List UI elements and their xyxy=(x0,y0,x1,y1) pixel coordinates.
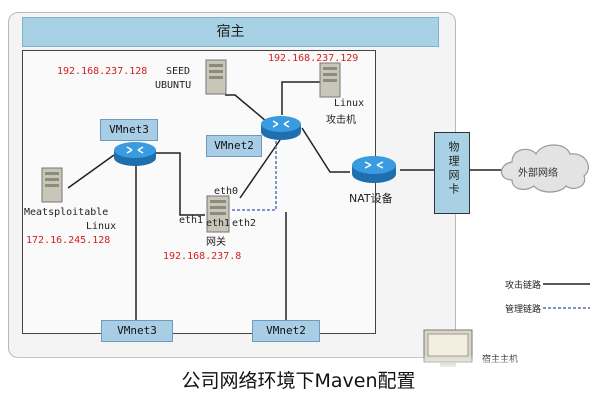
gateway-eth0: eth0 xyxy=(214,186,239,197)
cloud-icon xyxy=(500,144,589,193)
vmnet2-bottom-badge: VMnet2 xyxy=(252,320,320,342)
attacker-os: Linux xyxy=(334,98,365,109)
page-caption: 公司网络环境下Maven配置 xyxy=(181,370,416,392)
seed-os: UBUNTU xyxy=(155,80,192,91)
legend-attack-label: 攻击链路 xyxy=(505,281,542,291)
physical-nic-label: 物理网卡 xyxy=(447,141,460,197)
physical-nic: 物理网卡 xyxy=(434,132,470,214)
meta-ip: 172.16.245.128 xyxy=(26,235,111,246)
server-gateway xyxy=(206,195,230,233)
vmnet3-top-badge: VMnet3 xyxy=(100,119,158,141)
seed-name: SEED xyxy=(166,66,191,77)
caption-fade xyxy=(0,355,597,400)
link-vmnet2-attacker xyxy=(281,81,322,115)
server-attacker xyxy=(319,62,341,98)
link-vmnet3-gateway xyxy=(156,152,205,216)
legend-manage-label: 管理链路 xyxy=(505,305,542,315)
virtual-network-frame xyxy=(22,50,376,334)
router-nat xyxy=(352,156,396,183)
router-vmnet3 xyxy=(114,142,156,166)
link-vmnet2-nat xyxy=(301,127,350,173)
gateway-eth2: eth2 xyxy=(232,218,257,229)
gateway-name: 网关 xyxy=(206,237,226,248)
link-management xyxy=(232,140,277,211)
attacker-role: 攻击机 xyxy=(326,115,356,126)
server-seed xyxy=(205,59,227,95)
link-vmnet2-seed xyxy=(225,94,267,122)
meta-name: Meatsploitable xyxy=(24,207,109,218)
host-title: 宿主 xyxy=(22,17,439,47)
gateway-eth1-inner: eth1 xyxy=(206,218,231,229)
nat-label: NAT设备 xyxy=(349,192,393,205)
cloud-label: 外部网络 xyxy=(518,168,558,179)
meta-os: Linux xyxy=(86,221,117,232)
vmnet3-bottom-badge: VMnet3 xyxy=(101,320,173,342)
subnet-ip: 192.168.237.129 xyxy=(268,53,359,64)
router-vmnet2 xyxy=(261,116,301,140)
vmnet2-top-badge: VMnet2 xyxy=(206,135,262,157)
gateway-eth1-left: eth1 xyxy=(179,215,204,226)
link-vmnet3-meta xyxy=(67,154,115,189)
seed-ip: 192.168.237.128 xyxy=(57,66,148,77)
server-meta xyxy=(41,167,63,203)
gateway-ip: 192.168.237.8 xyxy=(163,251,242,262)
link-vmnet2-gateway xyxy=(239,139,281,199)
